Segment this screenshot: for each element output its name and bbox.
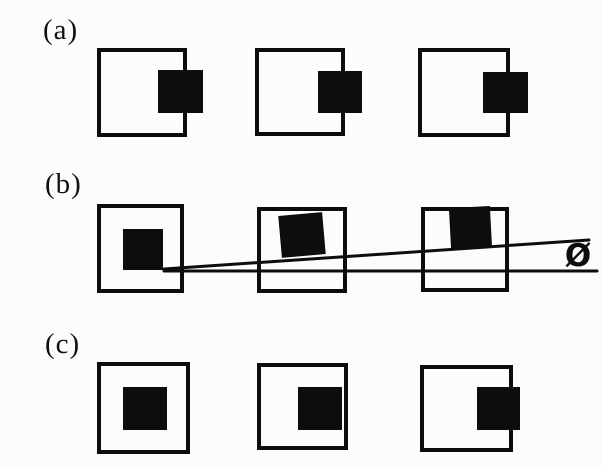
slanted-angle-line	[162, 238, 591, 271]
row-c-target-3	[477, 387, 520, 430]
row-c-frame-1	[97, 362, 190, 454]
row-label-a: (a)	[43, 14, 79, 46]
row-c-target-2	[298, 387, 342, 430]
row-a-target-1	[158, 70, 203, 113]
row-c-frame-2	[257, 363, 348, 450]
angle-symbol: Ø	[565, 238, 591, 274]
row-b-target-2	[278, 212, 326, 258]
row-b-target-1	[123, 229, 163, 270]
row-label-b: (b)	[45, 168, 82, 200]
row-a-target-3	[483, 72, 528, 113]
row-label-c: (c)	[45, 328, 81, 360]
row-a-target-2	[318, 71, 362, 113]
row-c-target-1	[123, 387, 167, 430]
row-b-target-3	[448, 205, 493, 251]
